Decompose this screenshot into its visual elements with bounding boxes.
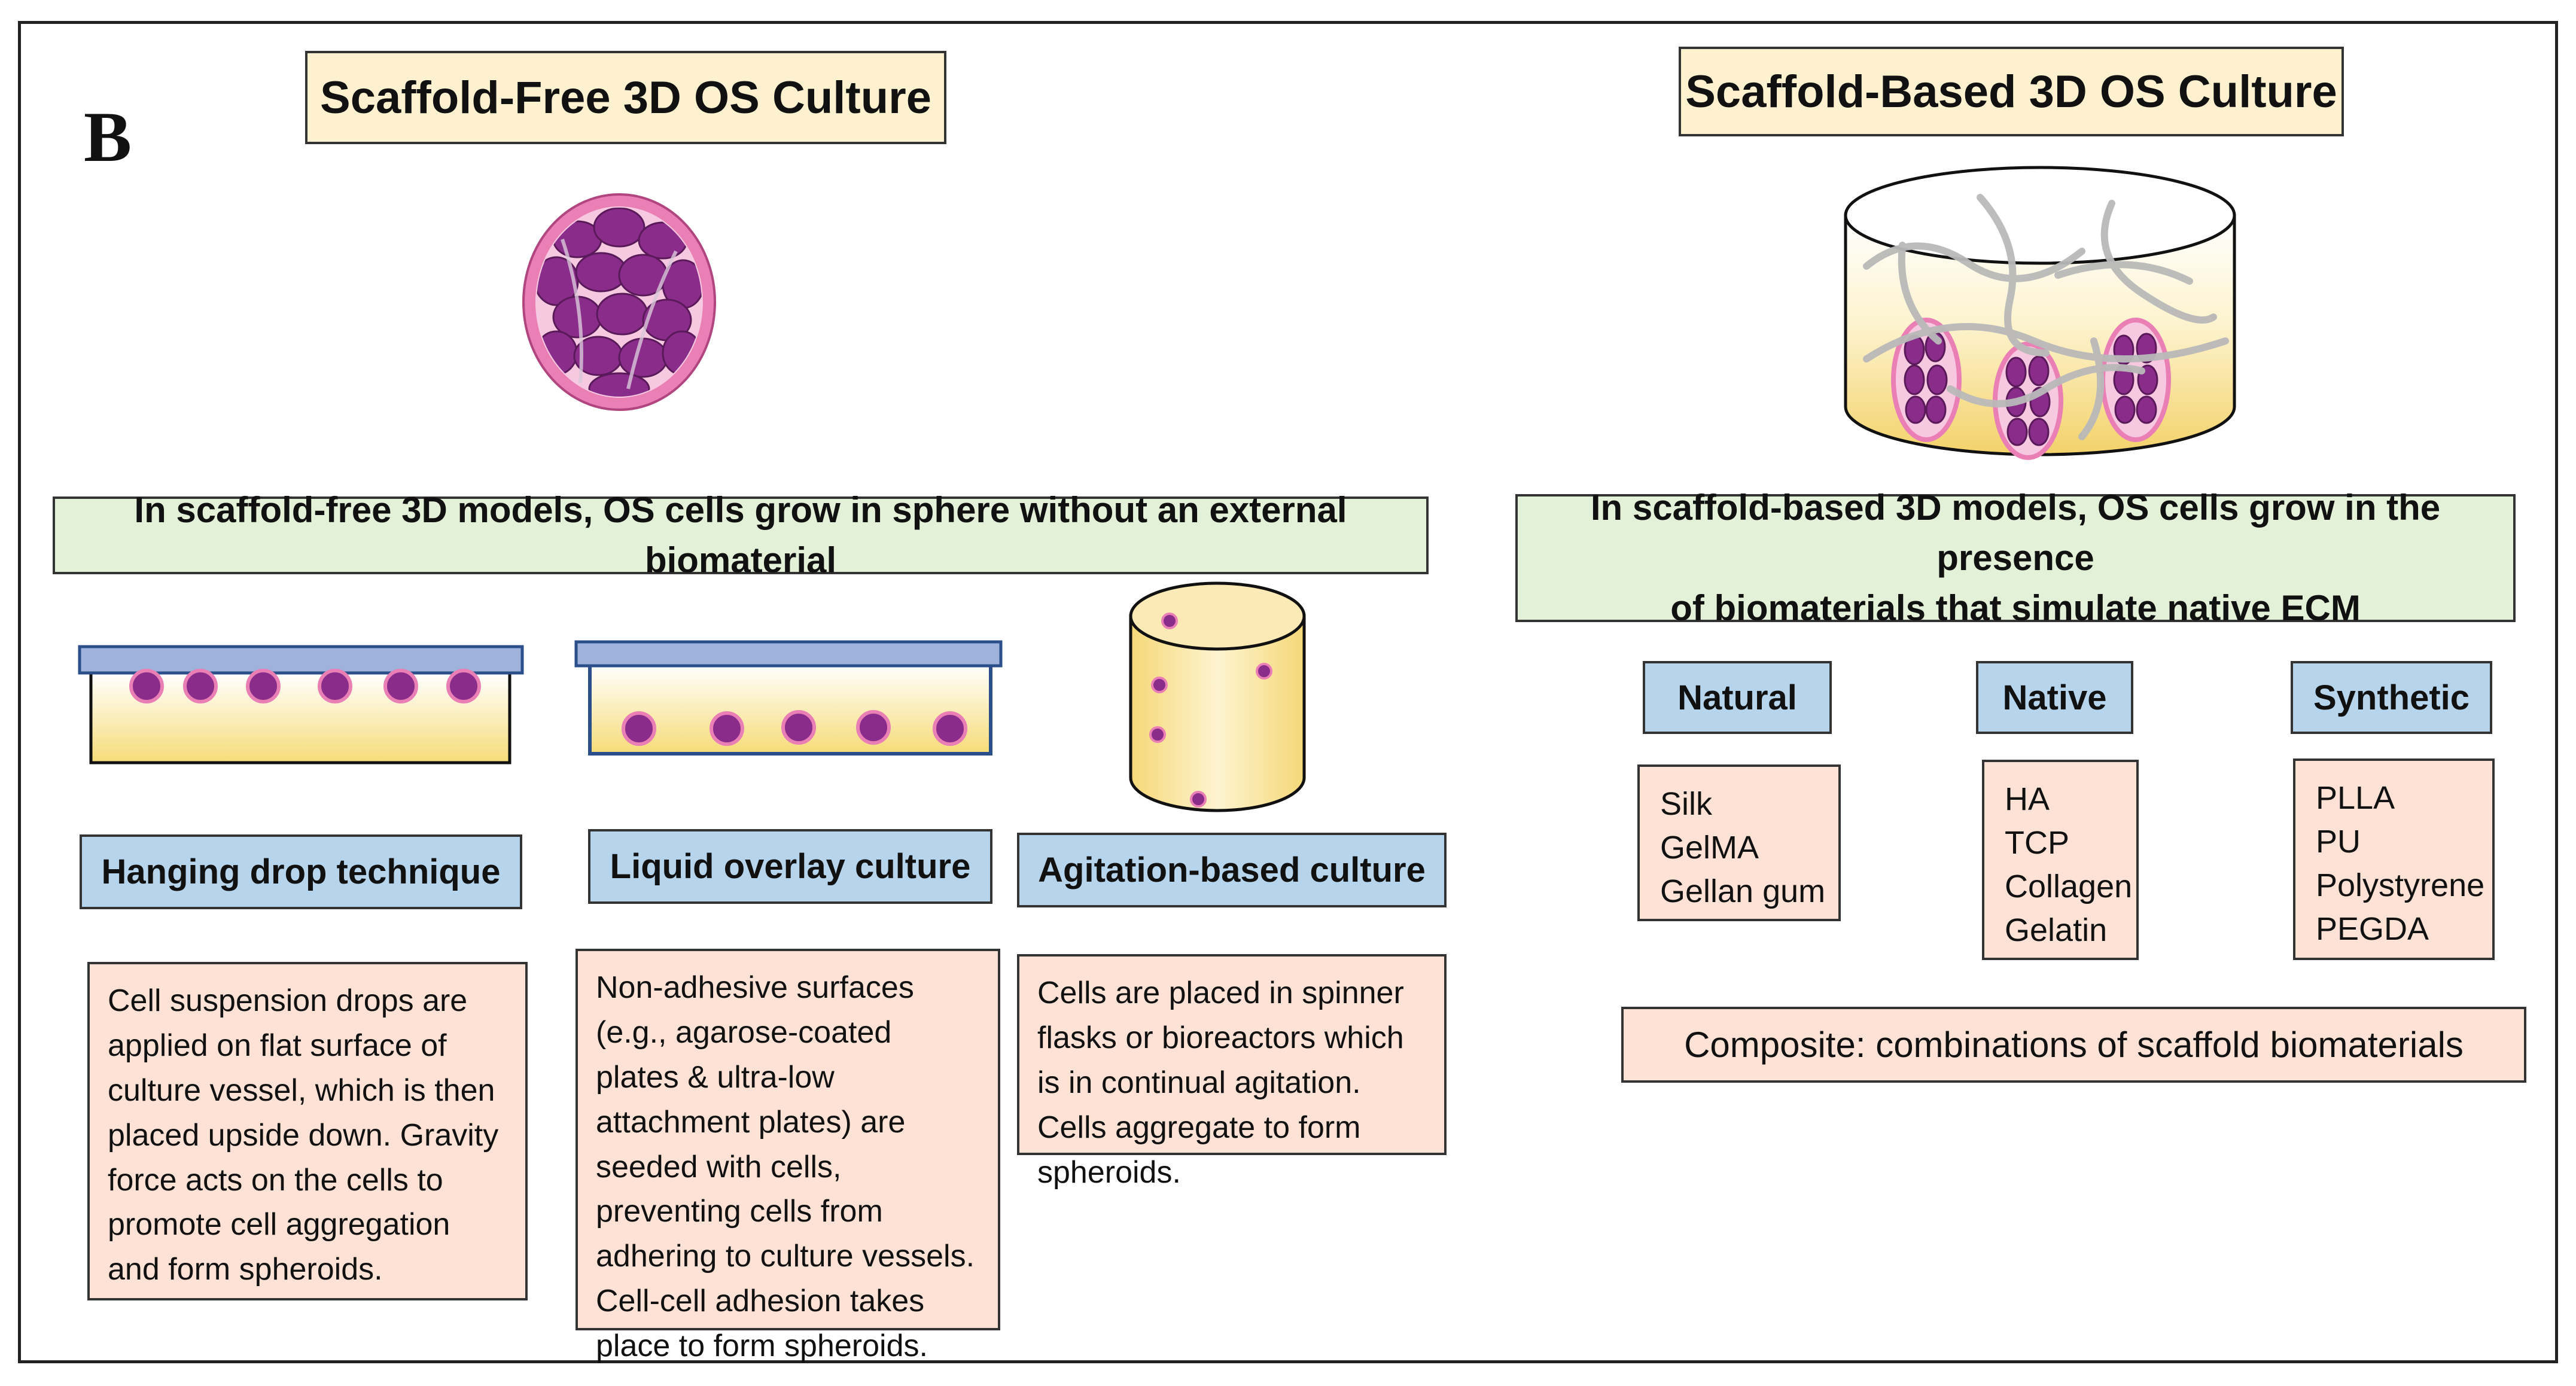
category-list-native: HA TCP Collagen Gelatin: [1982, 760, 2139, 960]
scaffold-based-statement: In scaffold-based 3D models, OS cells gr…: [1515, 488, 2516, 628]
material-item: TCP: [2005, 824, 2069, 861]
spheroid-illustration: [522, 193, 716, 411]
method-label-hanging-drop: Hanging drop technique: [80, 834, 522, 909]
category-list-natural: Silk GelMA Gellan gum: [1637, 764, 1841, 921]
category-label-natural: Natural: [1643, 661, 1832, 734]
material-item: Collagen: [2005, 868, 2133, 904]
material-item: Silk: [1660, 786, 1713, 822]
category-label-synthetic: Synthetic: [2291, 661, 2492, 734]
category-list-synthetic: PLLA PU Polystyrene PEGDA: [2293, 759, 2495, 960]
liquid-overlay-illustration: [574, 640, 1003, 756]
material-item: PU: [2316, 823, 2361, 860]
scaffold-based-statement-line2: of biomaterials that simulate native ECM: [1670, 588, 2361, 628]
method-description-hanging-drop: Cell suspension drops are applied on fla…: [87, 962, 528, 1300]
hanging-drop-illustration: [78, 645, 524, 764]
scaffold-free-title: Scaffold-Free 3D OS Culture: [305, 51, 946, 144]
material-item: HA: [2005, 781, 2050, 817]
material-item: Polystyrene: [2316, 867, 2485, 903]
material-item: Gellan gum: [1660, 873, 1826, 909]
material-item: GelMA: [1660, 829, 1759, 866]
material-item: PLLA: [2316, 780, 2395, 816]
scaffold-vessel-illustration: [1844, 166, 2236, 460]
agitation-vessel-illustration: [1129, 581, 1306, 812]
method-label-liquid-overlay: Liquid overlay culture: [588, 829, 992, 904]
material-item: Gelatin: [2005, 912, 2108, 948]
method-label-agitation: Agitation-based culture: [1017, 833, 1447, 907]
category-label-native: Native: [1976, 661, 2133, 734]
figure-border: [18, 21, 2558, 1363]
method-description-liquid-overlay: Non-adhesive surfaces (e.g., agarose-coa…: [576, 949, 1000, 1363]
method-description-agitation: Cells are placed in spinner flasks or bi…: [1017, 954, 1447, 1190]
panel-letter: B: [84, 97, 132, 176]
material-item: PEGDA: [2316, 910, 2429, 947]
scaffold-based-title: Scaffold-Based 3D OS Culture: [1679, 47, 2344, 136]
scaffold-free-statement: In scaffold-free 3D models, OS cells gro…: [53, 490, 1429, 580]
scaffold-based-statement-line1: In scaffold-based 3D models, OS cells gr…: [1590, 488, 2441, 578]
composite-note: Composite: combinations of scaffold biom…: [1621, 1007, 2526, 1083]
